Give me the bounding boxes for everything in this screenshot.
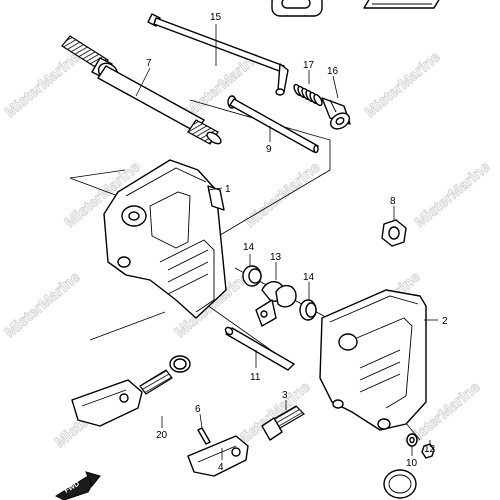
leader-lines bbox=[135, 24, 438, 460]
watermark-text: MisterMarine bbox=[2, 269, 84, 342]
part-14-ring-right bbox=[299, 299, 317, 321]
part-8-nut bbox=[381, 219, 407, 247]
part-7-stud bbox=[61, 35, 222, 145]
fwd-direction-badge: FWD bbox=[54, 471, 101, 500]
callout-15: 15 bbox=[210, 12, 222, 23]
part-1-bracket bbox=[103, 159, 227, 319]
part-13-clip bbox=[255, 281, 297, 327]
top-edge-parts bbox=[271, 0, 440, 17]
callout-2: 2 bbox=[442, 316, 448, 327]
part-4-arm bbox=[187, 435, 249, 477]
part-2-bracket bbox=[319, 289, 427, 431]
part-16-knob bbox=[321, 97, 351, 130]
callout-20: 20 bbox=[156, 430, 168, 441]
callout-7: 7 bbox=[146, 58, 152, 69]
watermark-text: MisterMarine bbox=[412, 159, 494, 232]
part-3-stud bbox=[261, 405, 305, 441]
part-9-bolt bbox=[227, 95, 319, 154]
callout-9: 9 bbox=[266, 144, 272, 155]
part-15-rod bbox=[147, 13, 289, 96]
callout-17: 17 bbox=[303, 60, 315, 71]
part-6-pin bbox=[197, 427, 211, 445]
part-10-washer bbox=[406, 433, 418, 447]
callout-10: 10 bbox=[406, 458, 418, 469]
callout-13: 13 bbox=[270, 252, 282, 263]
watermark-text: MisterMarine bbox=[2, 49, 84, 122]
cap-disc bbox=[383, 469, 417, 499]
part-17-spring bbox=[293, 83, 323, 107]
callout-16: 16 bbox=[327, 66, 339, 77]
watermark-text: MisterMarine bbox=[242, 159, 324, 232]
callout-4: 4 bbox=[218, 462, 224, 473]
callout-3: 3 bbox=[282, 390, 288, 401]
callout-8: 8 bbox=[390, 196, 396, 207]
part-11-pin bbox=[224, 326, 295, 371]
callout-6: 6 bbox=[195, 404, 201, 415]
callout-11: 11 bbox=[250, 372, 261, 383]
callout-14a: 14 bbox=[243, 242, 255, 253]
callout-14b: 14 bbox=[303, 272, 315, 283]
watermark-text: MisterMarine bbox=[362, 49, 444, 122]
part-14-ring-left bbox=[242, 265, 262, 287]
part-20-arm bbox=[71, 355, 191, 427]
callout-1: 1 bbox=[225, 184, 231, 195]
callout-labels: 15 7 17 16 9 1 8 14 13 14 2 11 3 6 20 4 … bbox=[146, 12, 448, 473]
callout-12: 12 bbox=[424, 444, 436, 455]
